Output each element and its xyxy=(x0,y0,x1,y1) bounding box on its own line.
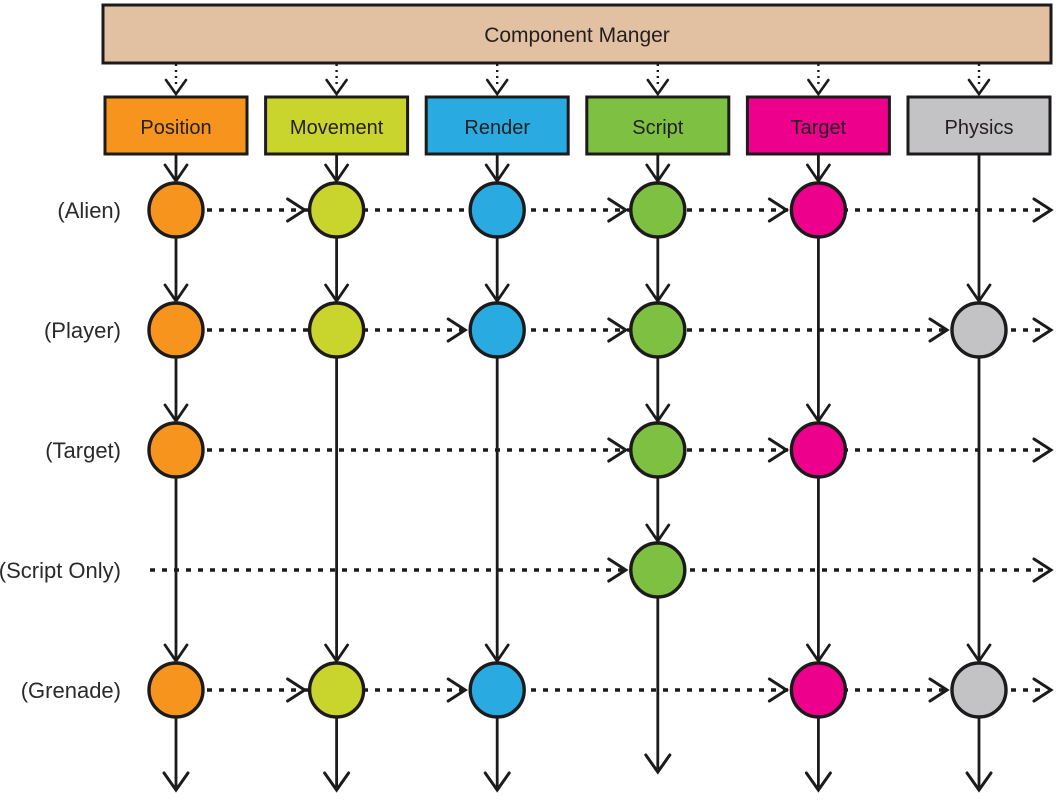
arrow-down-icon xyxy=(483,771,511,793)
arrow-down-icon xyxy=(323,771,351,793)
arrow-right-icon xyxy=(607,437,629,463)
arrow-down-icon xyxy=(162,771,190,793)
arrow-down-icon xyxy=(966,283,992,304)
component-instance-render xyxy=(468,181,526,239)
arrow-right-icon xyxy=(446,317,468,343)
component-box-target xyxy=(745,95,891,156)
arrow-right-icon xyxy=(607,317,629,343)
component-box-render xyxy=(424,95,570,156)
arrow-right-icon xyxy=(767,437,790,463)
arrow-down-icon xyxy=(966,643,992,664)
manager-box xyxy=(101,3,1053,65)
component-instance-movement xyxy=(307,661,366,719)
arrow-down-icon xyxy=(325,78,348,97)
arrow-down-icon xyxy=(644,753,672,775)
arrow-down-icon xyxy=(806,403,831,424)
arrow-right-icon xyxy=(928,317,950,343)
arrow-down-icon xyxy=(485,78,509,97)
component-instance-script xyxy=(629,421,687,479)
entity-label: (Script Only) xyxy=(0,558,121,583)
component-box-position xyxy=(103,95,249,156)
component-instance-position xyxy=(147,421,205,479)
entity-label: (Alien) xyxy=(57,198,121,223)
arrow-right-icon xyxy=(446,677,468,703)
entity-label: (Target) xyxy=(45,438,121,463)
arrow-down-icon xyxy=(806,163,831,184)
component-instance-target xyxy=(789,181,848,239)
component-label-script: Script xyxy=(632,117,684,139)
arrow-down-icon xyxy=(806,643,831,664)
component-instance-render xyxy=(468,661,526,719)
component-instance-physics xyxy=(950,301,1008,359)
component-label-target: Target xyxy=(791,117,847,139)
arrow-down-icon xyxy=(324,643,350,664)
arrow-down-icon xyxy=(965,771,993,793)
component-instance-target xyxy=(789,661,848,719)
component-instance-script xyxy=(629,181,687,239)
arrow-down-icon xyxy=(804,771,832,793)
arrow-right-icon xyxy=(767,197,790,223)
arrow-right-icon xyxy=(607,197,629,223)
component-box-script xyxy=(585,95,731,156)
arrow-down-icon xyxy=(645,283,671,304)
arrow-right-icon xyxy=(286,197,308,223)
component-instance-movement xyxy=(307,301,366,359)
arrow-down-icon xyxy=(484,643,510,664)
component-label-render: Render xyxy=(464,117,530,139)
arrow-down-icon xyxy=(163,643,189,664)
arrow-down-icon xyxy=(807,78,830,97)
arrow-right-icon xyxy=(286,677,308,703)
component-label-physics: Physics xyxy=(945,117,1014,139)
component-instance-script xyxy=(629,541,687,599)
arrow-down-icon xyxy=(324,283,350,304)
arrow-right-icon xyxy=(928,677,950,703)
arrow-down-icon xyxy=(484,283,510,304)
component-instance-movement xyxy=(307,181,366,239)
arrow-down-icon xyxy=(163,283,189,304)
arrow-down-icon xyxy=(645,523,671,544)
component-instance-physics xyxy=(950,661,1008,719)
component-box-movement xyxy=(264,95,410,156)
component-box-physics xyxy=(906,95,1052,156)
arrow-down-icon xyxy=(484,163,510,184)
entity-label: (Player) xyxy=(44,318,121,343)
component-instance-render xyxy=(468,301,526,359)
arrow-right-icon xyxy=(767,677,790,703)
arrow-down-icon xyxy=(645,403,671,424)
arrow-down-icon xyxy=(646,78,670,97)
manager-title: Component Manger xyxy=(484,24,670,47)
arrow-down-icon xyxy=(324,163,350,184)
arrow-down-icon xyxy=(645,163,671,184)
arrow-right-icon xyxy=(1032,677,1054,703)
arrow-right-icon xyxy=(1032,437,1054,463)
arrow-right-icon xyxy=(1032,197,1054,223)
component-label-movement: Movement xyxy=(290,117,384,139)
arrow-right-icon xyxy=(1032,557,1054,583)
component-label-position: Position xyxy=(140,117,211,139)
arrow-down-icon xyxy=(163,163,189,184)
arrow-right-icon xyxy=(607,557,629,583)
component-instance-position xyxy=(147,181,205,239)
arrow-right-icon xyxy=(1032,317,1054,343)
arrow-down-icon xyxy=(967,78,991,97)
component-instance-target xyxy=(789,421,848,479)
arrow-down-icon xyxy=(164,78,188,97)
component-instance-script xyxy=(629,301,687,359)
component-instance-position xyxy=(147,661,205,719)
entity-label: (Grenade) xyxy=(21,678,121,703)
arrow-down-icon xyxy=(163,403,189,424)
component-instance-position xyxy=(147,301,205,359)
